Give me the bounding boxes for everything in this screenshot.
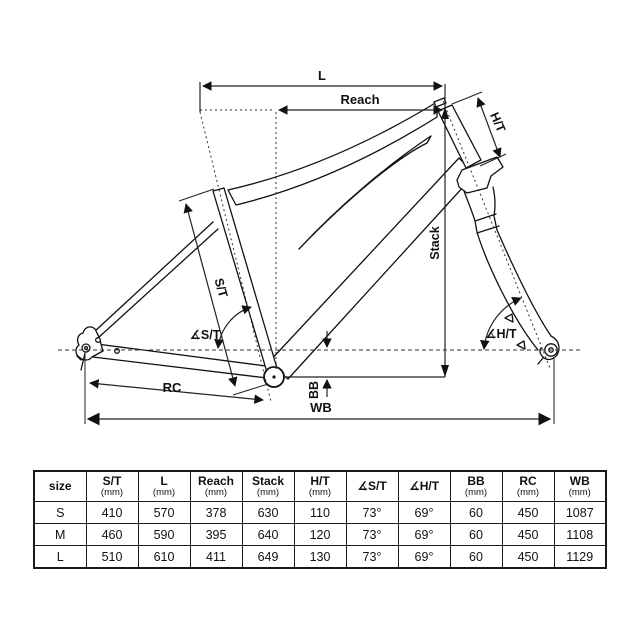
cell: 60 bbox=[449, 545, 503, 569]
cell: S bbox=[33, 501, 87, 524]
st-angle-arc bbox=[214, 305, 252, 349]
cell: 450 bbox=[501, 523, 555, 546]
fork-leg-right-edge bbox=[492, 186, 552, 337]
rear-eyelet-upper bbox=[95, 337, 101, 343]
header-angle-ht: ∡H/T bbox=[397, 470, 451, 502]
st-dimension-line bbox=[183, 203, 238, 387]
cell: 69° bbox=[397, 523, 451, 546]
rear-dropout bbox=[75, 326, 104, 361]
label-reach: Reach bbox=[340, 92, 379, 107]
cell: 69° bbox=[397, 545, 451, 569]
bottom-bracket-center bbox=[272, 375, 276, 379]
cell: 110 bbox=[293, 501, 347, 524]
cell: 1129 bbox=[553, 545, 607, 569]
stack-arrow-bottom bbox=[441, 365, 449, 377]
stack-arrow-top bbox=[441, 107, 449, 119]
down-tube bbox=[267, 157, 476, 380]
label-angle-st: ∡S/T bbox=[190, 328, 221, 342]
dimension-lines bbox=[58, 81, 582, 426]
rear-axle-center bbox=[83, 345, 89, 351]
fork-dropout-hook bbox=[539, 335, 560, 361]
header-size: size bbox=[33, 470, 87, 502]
label-rc: RC bbox=[163, 380, 182, 395]
cell: 450 bbox=[501, 501, 555, 524]
header-st: S/T(mm) bbox=[85, 470, 139, 502]
cell: 69° bbox=[397, 501, 451, 524]
fork-dropout-tip bbox=[537, 357, 544, 365]
cell: 640 bbox=[241, 523, 295, 546]
ht-extension-top bbox=[451, 91, 483, 105]
size-chart-table: size S/T(mm) L(mm) Reach(mm) Stack(mm) H… bbox=[33, 470, 607, 569]
rc-dimension-line bbox=[89, 379, 264, 404]
header-ht: H/T(mm) bbox=[293, 470, 347, 502]
header-l: L(mm) bbox=[137, 470, 191, 502]
label-angle-ht: ∡H/T bbox=[485, 327, 517, 341]
label-wb: WB bbox=[310, 400, 332, 415]
label-stack: Stack bbox=[428, 226, 442, 259]
frame-geometry-diagram: L Reach Stack S/T H/T ∡S/T ∡H/T RC BB WB bbox=[58, 68, 582, 426]
cell: 60 bbox=[449, 523, 503, 546]
row-size-l: L 510 610 411 649 130 73° 69° 60 450 112… bbox=[33, 545, 607, 569]
row-size-s: S 410 570 378 630 110 73° 69° 60 450 108… bbox=[33, 501, 607, 524]
rear-eyelet-lower bbox=[114, 348, 120, 354]
header-rc: RC(mm) bbox=[501, 470, 555, 502]
cell: 130 bbox=[293, 545, 347, 569]
cell: 1108 bbox=[553, 523, 607, 546]
tube-swoosh bbox=[298, 135, 432, 250]
row-size-m: M 460 590 395 640 120 73° 69° 60 450 110… bbox=[33, 523, 607, 546]
ht-angle-arc bbox=[480, 297, 522, 350]
header-wb: WB(mm) bbox=[553, 470, 607, 502]
seatstay-lower-line bbox=[97, 228, 219, 339]
cell: 1087 bbox=[553, 501, 607, 524]
fork-lowers-second-line bbox=[476, 225, 500, 234]
st-extension-top bbox=[178, 188, 215, 202]
derailleur-hanger bbox=[76, 352, 86, 371]
ht-extension-bottom bbox=[479, 153, 507, 167]
cell: 570 bbox=[137, 501, 191, 524]
cell: 410 bbox=[85, 501, 139, 524]
head-tube bbox=[437, 104, 482, 169]
label-L: L bbox=[318, 68, 326, 83]
cell: 510 bbox=[85, 545, 139, 569]
chainstay-lower-line bbox=[92, 356, 268, 379]
cell: 378 bbox=[189, 501, 243, 524]
cell: 610 bbox=[137, 545, 191, 569]
header-bb: BB(mm) bbox=[449, 470, 503, 502]
bike-frame-drawing bbox=[75, 97, 560, 388]
label-st: S/T bbox=[211, 277, 230, 300]
dimension-labels: L Reach Stack S/T H/T ∡S/T ∡H/T RC BB WB bbox=[163, 68, 517, 415]
cell: 411 bbox=[189, 545, 243, 569]
cell: 460 bbox=[85, 523, 139, 546]
label-bb: BB bbox=[307, 381, 321, 399]
headset-cap bbox=[433, 97, 447, 108]
fork-lowers-top-line bbox=[474, 213, 497, 222]
cell: 450 bbox=[501, 545, 555, 569]
cell: M bbox=[33, 523, 87, 546]
cell: 73° bbox=[345, 523, 399, 546]
cell: 649 bbox=[241, 545, 295, 569]
cell: L bbox=[33, 545, 87, 569]
header-row: size S/T(mm) L(mm) Reach(mm) Stack(mm) H… bbox=[33, 470, 607, 502]
brake-tab-lower bbox=[516, 340, 526, 350]
cell: 630 bbox=[241, 501, 295, 524]
cell: 120 bbox=[293, 523, 347, 546]
cell: 395 bbox=[189, 523, 243, 546]
rear-axle-circle bbox=[81, 343, 91, 353]
cell: 73° bbox=[345, 501, 399, 524]
chainstay-upper-line bbox=[96, 343, 267, 367]
header-reach: Reach(mm) bbox=[189, 470, 243, 502]
header-stack: Stack(mm) bbox=[241, 470, 295, 502]
cell: 60 bbox=[449, 501, 503, 524]
ht-dimension-line bbox=[476, 97, 502, 158]
fork-crown bbox=[456, 156, 504, 194]
header-angle-st: ∡S/T bbox=[345, 470, 399, 502]
cell: 590 bbox=[137, 523, 191, 546]
cell: 73° bbox=[345, 545, 399, 569]
st-extension-bottom bbox=[232, 383, 269, 396]
brake-tab-upper bbox=[504, 313, 514, 323]
